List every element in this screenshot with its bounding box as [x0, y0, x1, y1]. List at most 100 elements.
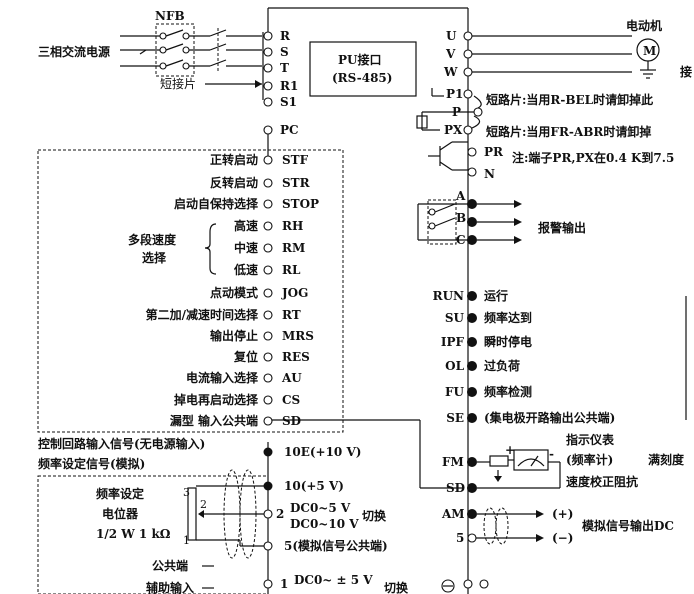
input-terminal-code: MRS [282, 329, 314, 343]
contactor [189, 28, 262, 72]
terminal-r1 [263, 81, 273, 91]
input-terminal-stop [263, 199, 273, 209]
input-terminal-label: 第二加/减速时间选择 [146, 307, 259, 322]
terminal-s [263, 47, 273, 57]
terminal-s-code: S [280, 45, 289, 59]
input-terminal-code: RH [282, 219, 303, 233]
input-terminal-label: 启动自保持选择 [174, 196, 259, 211]
terminal-1-range: DC0~ ± 5 V [294, 573, 373, 587]
input-terminal-label: 掉电再启动选择 [174, 392, 259, 407]
output-terminal-code: SE [446, 411, 464, 425]
terminal-2-range-1: DC0~5 V [290, 501, 351, 515]
terminal-1-num: 1 [280, 577, 288, 591]
terminal-b [467, 217, 477, 227]
brake-note-2: 短路片:当用FR-ABR时请卸掉 [486, 124, 651, 139]
meter-calib: 速度校正阻抗 [566, 474, 638, 489]
input-terminal-code: SD [282, 414, 301, 428]
ground-label: 接 [680, 64, 692, 79]
terminal-pc [263, 125, 273, 135]
terminal-px-code: PX [444, 123, 463, 137]
output-terminal-label: 运行 [484, 288, 508, 303]
terminal-w [463, 67, 473, 77]
input-terminal-label: 低速 [233, 262, 258, 277]
multi-speed-brace [204, 223, 217, 275]
input-terminal-rm [263, 243, 273, 253]
pu-label-2: (RS-485) [332, 71, 392, 85]
terminal-5-code: 5(模拟信号公共端) [284, 538, 388, 553]
terminal-t-code: T [280, 61, 289, 75]
potentiometer: 3 2 1 [183, 485, 264, 547]
output-terminal-label: 频率达到 [484, 310, 532, 325]
terminal-p1 [463, 89, 473, 99]
motor-label: 电动机 [626, 18, 662, 33]
terminal-v-code: V [445, 47, 456, 61]
meter-plus: + [505, 443, 515, 457]
terminal-10 [263, 481, 273, 491]
terminal-s1 [263, 97, 273, 107]
pot-label-1: 频率设定 [96, 486, 144, 501]
terminal-s1-code: S1 [280, 95, 297, 109]
input-terminal-au [263, 373, 273, 383]
output-terminal-code: FU [445, 385, 465, 399]
jumper-label: 短接片 [160, 76, 196, 91]
pu-interface-box [309, 41, 417, 97]
supply-label: 三相交流电源 [38, 44, 110, 59]
input-terminal-label: 电流输入选择 [186, 370, 259, 385]
input-terminal-label: 正转启动 [210, 152, 258, 167]
indicator-meter: FM SD + - 指示仪表 (频率计) 满刻度 速度校正阻抗 [442, 432, 685, 495]
nfb-label: NFB [155, 9, 185, 23]
terminal-u-code: U [446, 29, 457, 43]
terminal-u [463, 31, 473, 41]
input-terminal-mrs [263, 331, 273, 341]
terminal-pr [467, 147, 477, 157]
input-terminal-label: 中速 [234, 240, 258, 255]
input-terminal-jog [263, 288, 273, 298]
input-terminal-rt [263, 310, 273, 320]
terminal-10-code: 10(+5 V) [284, 479, 344, 493]
output-terminal-fu [467, 387, 477, 397]
terminal-5-out [467, 533, 477, 543]
terminal-fm [467, 457, 477, 467]
pot-pin2: 2 [200, 498, 207, 511]
output-terminal-code: IPF [441, 335, 465, 349]
terminal-n-code: N [484, 167, 495, 181]
meter-gauge-icon [513, 449, 549, 471]
analog-out-label: 模拟信号输出DC [582, 518, 674, 533]
terminal-10e-code: 10E(+10 V) [284, 445, 361, 459]
terminal-10e [263, 447, 273, 457]
input-terminals: STF正转启动STR反转启动STOP启动自保持选择RH高速RM中速RL低速JOG… [146, 134, 319, 428]
terminal-pr-code: PR [484, 145, 504, 159]
meter-minus: - [549, 447, 554, 461]
terminal-t [263, 63, 273, 73]
input-terminal-rh [263, 221, 273, 231]
alarm-relay: A B C 报警输出 [417, 189, 586, 247]
pu-label-1: PU接口 [338, 52, 382, 67]
analog-output: AM 5 (+) (−) 模拟信号输出DC [441, 507, 674, 545]
switch-label-1: 切换 [362, 508, 387, 523]
input-terminal-stf [263, 155, 273, 165]
motor-m: M [643, 44, 656, 58]
input-terminal-code: RM [282, 241, 305, 255]
input-terminal-label: 点动模式 [210, 285, 258, 300]
brake-transistor [428, 141, 468, 171]
output-terminal-se [467, 413, 477, 423]
terminal-b-code: B [456, 211, 466, 225]
pot-pin3: 3 [183, 486, 190, 499]
terminal-v [463, 49, 473, 59]
input-terminal-code: RT [282, 308, 301, 322]
terminal-sd-meter [467, 483, 477, 493]
terminal-am [467, 509, 477, 519]
pot-label-3: 1/2 W 1 kΩ [96, 527, 171, 541]
terminal-c [467, 235, 477, 245]
terminal-p [473, 107, 483, 117]
terminal-c-code: C [456, 233, 466, 247]
input-terminal-code: STOP [282, 197, 319, 211]
input-terminal-res [263, 352, 273, 362]
output-terminal-ipf [467, 337, 477, 347]
multi-speed-label-2: 选择 [142, 250, 167, 265]
terminal-r-code: R [280, 29, 291, 43]
pot-label-2: 电位器 [102, 506, 139, 521]
terminal-a-code: A [455, 189, 466, 203]
